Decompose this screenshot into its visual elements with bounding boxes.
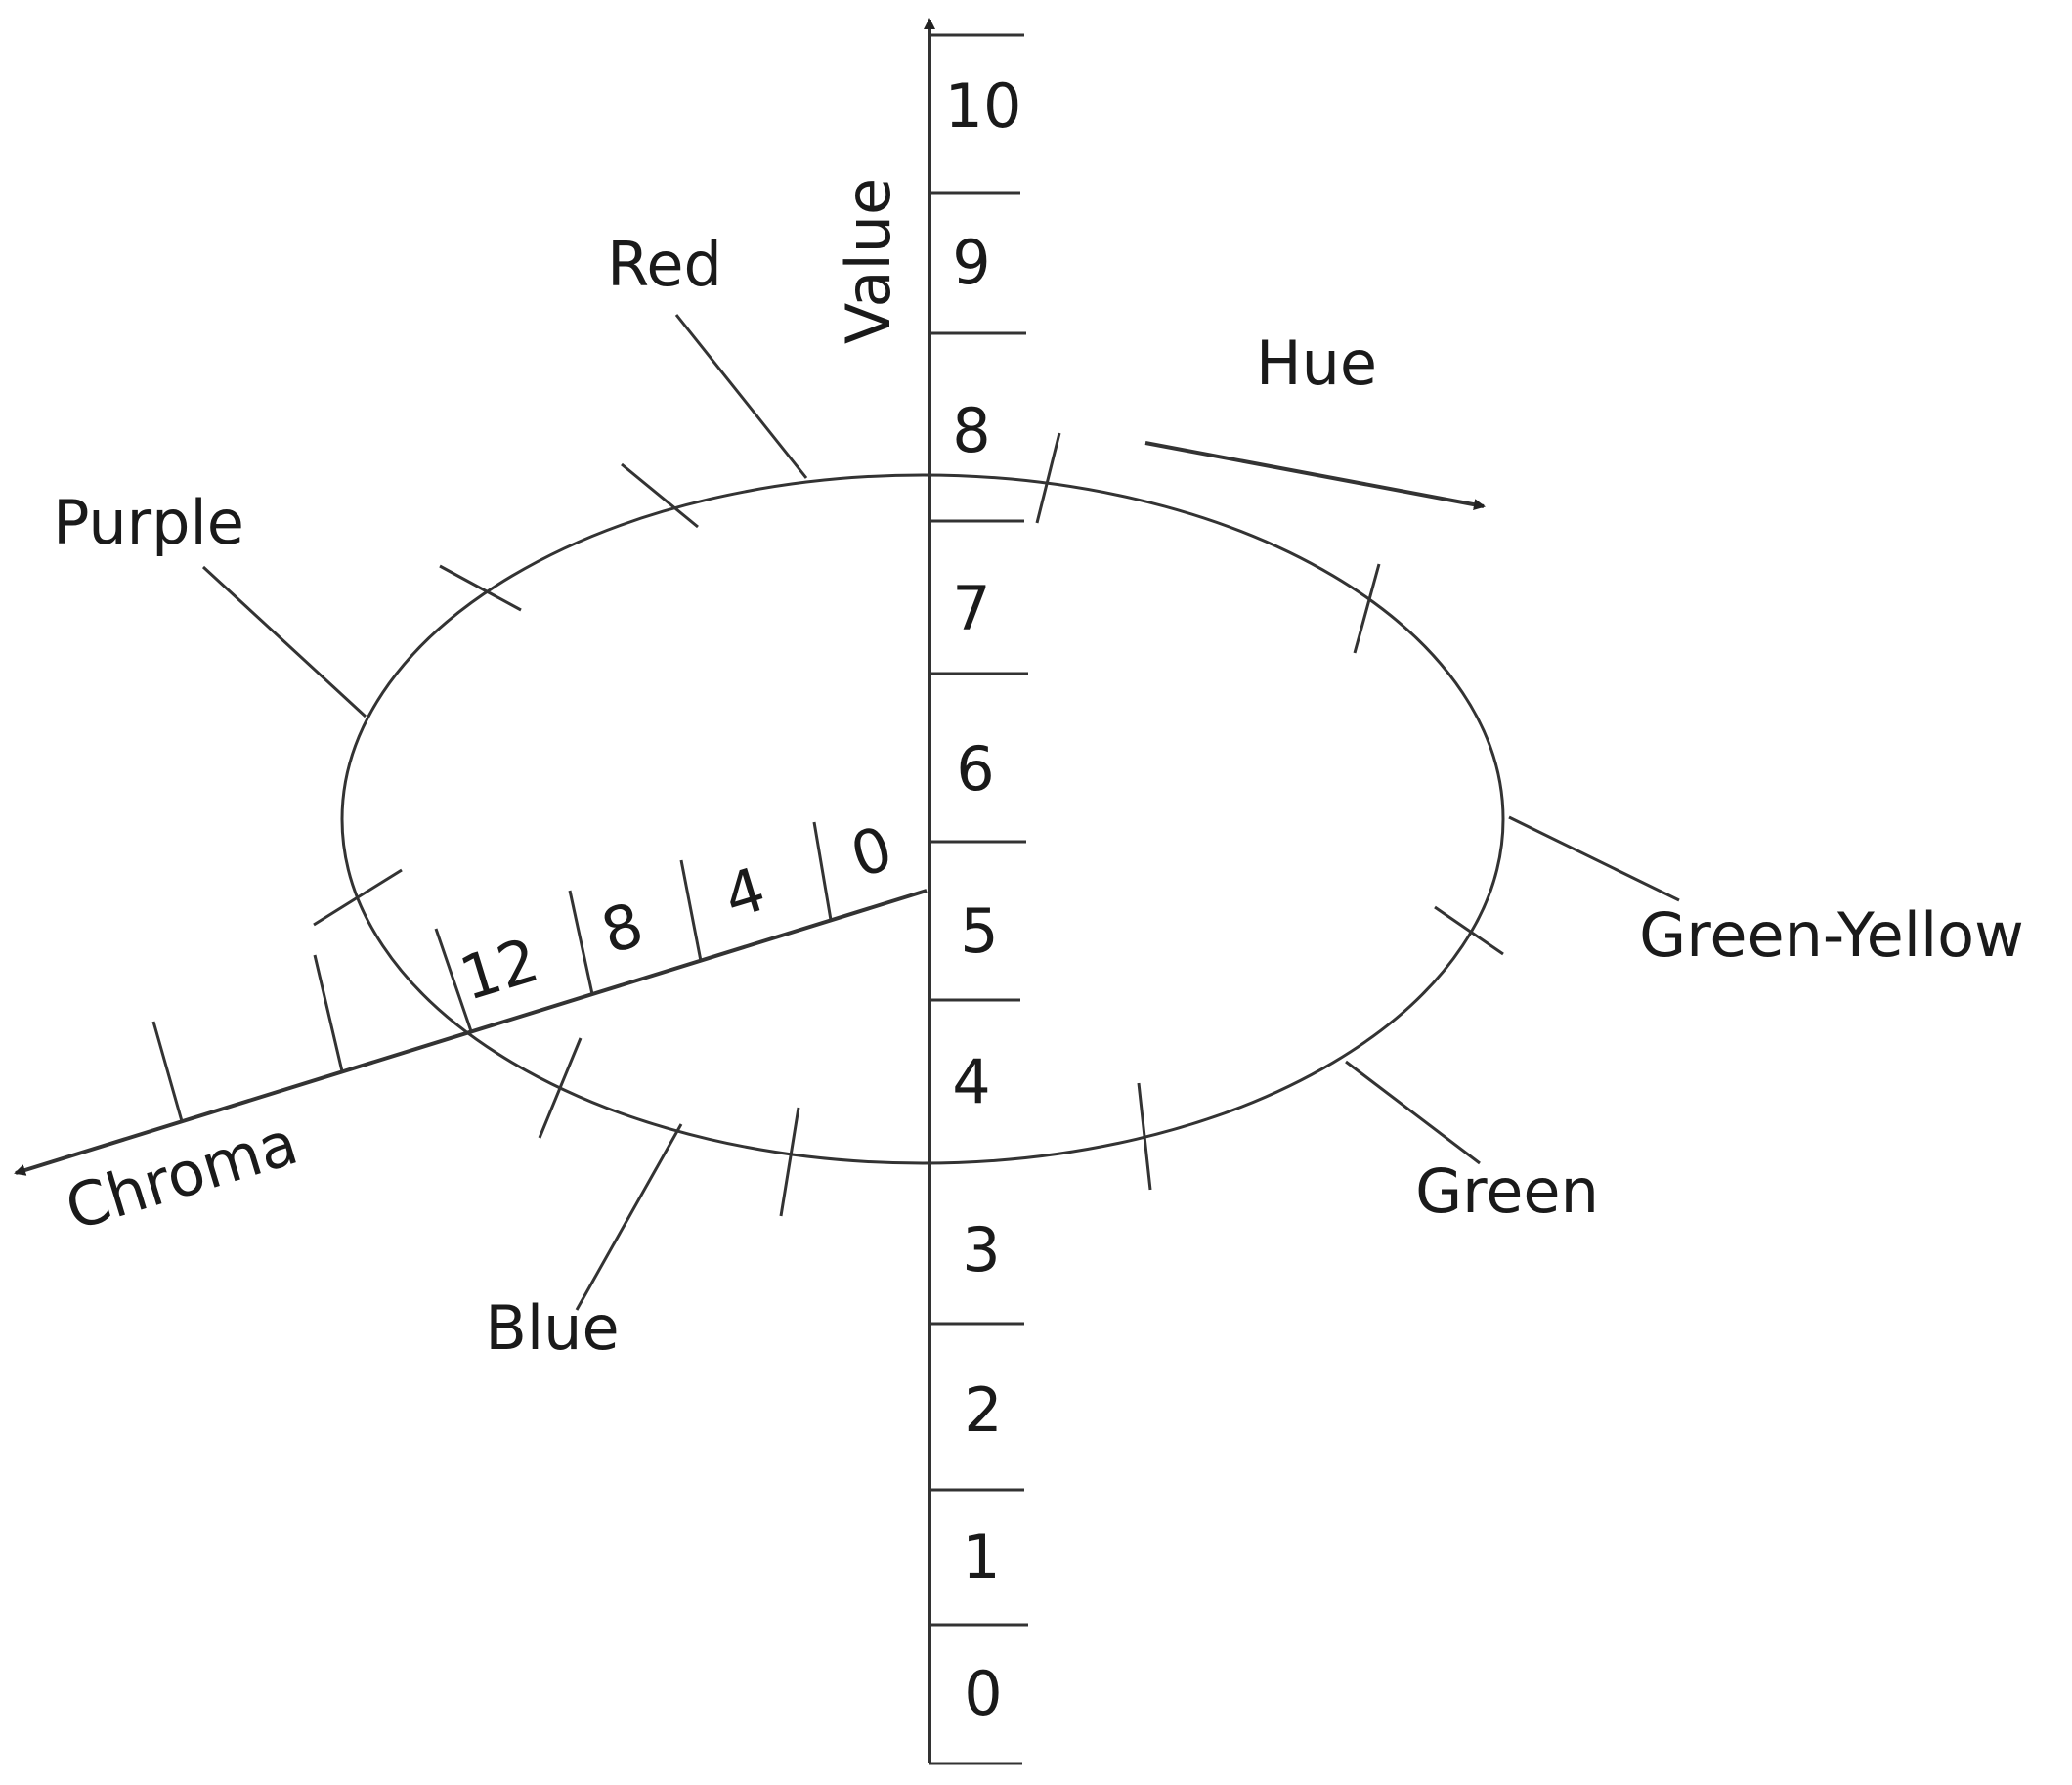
value-tick-label-5: 5	[960, 895, 998, 967]
chroma-tick-label-2: 4	[715, 853, 773, 933]
value-tick-label-4: 4	[952, 1046, 990, 1117]
value-tick-label-0: 0	[964, 1658, 1002, 1729]
hue-leader-lines	[201, 314, 1680, 1311]
hue-label-green-yellow: Green-Yellow	[1639, 899, 2024, 971]
chroma-axis	[14, 889, 928, 1176]
chroma-tick	[313, 954, 344, 1072]
leader-green	[1345, 1060, 1481, 1165]
leader-red	[674, 314, 808, 479]
hue-label-green: Green	[1415, 1155, 1599, 1227]
chroma-tick	[151, 1021, 184, 1122]
chroma-scale-labels: 0 4 8 12	[452, 812, 900, 1015]
hue-label-purple: Purple	[53, 487, 244, 558]
hue-tick	[1035, 432, 1061, 524]
chroma-tick	[434, 928, 473, 1032]
hue-axis-label: Hue	[1256, 327, 1377, 399]
leader-purple	[201, 565, 367, 718]
hue-circle	[340, 473, 1505, 1165]
value-tick-label-6: 6	[956, 733, 994, 805]
chroma-tick	[812, 821, 833, 921]
hue-tick	[1434, 905, 1504, 956]
hue-tick	[1353, 563, 1381, 654]
hue-labels: Red Purple Green-Yellow Green Blue	[53, 229, 2024, 1364]
chroma-axis-label: Chroma	[58, 1107, 306, 1244]
value-tick-label-10: 10	[945, 70, 1022, 142]
value-axis-label: Value	[833, 178, 904, 344]
value-scale-ticks	[929, 33, 1028, 1765]
hue-label-red: Red	[607, 229, 722, 300]
hue-tick	[538, 1037, 583, 1139]
hue-arrow	[1144, 441, 1486, 511]
hue-tick	[621, 462, 699, 529]
chroma-tick-label-6: 12	[452, 924, 546, 1015]
hue-tick-marks	[313, 432, 1504, 1217]
chroma-tick-label-4: 8	[593, 889, 651, 968]
value-scale-labels: 10 9 8 7 6 5 4 3 2 1 0	[945, 70, 1022, 1729]
value-tick-label-3: 3	[962, 1214, 1000, 1285]
value-tick-label-7: 7	[952, 573, 990, 644]
chroma-tick	[679, 859, 703, 962]
value-tick-label-8: 8	[952, 395, 990, 466]
value-tick-label-1: 1	[962, 1521, 1000, 1592]
chroma-tick	[568, 890, 594, 995]
hue-label-blue: Blue	[485, 1292, 619, 1364]
hue-tick	[439, 564, 522, 612]
value-tick-label-2: 2	[964, 1374, 1002, 1446]
hue-tick	[1137, 1082, 1152, 1191]
leader-blue	[575, 1123, 683, 1311]
hue-tick	[313, 868, 403, 927]
chroma-scale-ticks	[151, 821, 833, 1122]
leader-green-yellow	[1508, 815, 1680, 902]
hue-tick	[779, 1107, 800, 1217]
value-tick-label-9: 9	[952, 227, 990, 298]
chroma-tick-label-0: 0	[842, 812, 900, 892]
